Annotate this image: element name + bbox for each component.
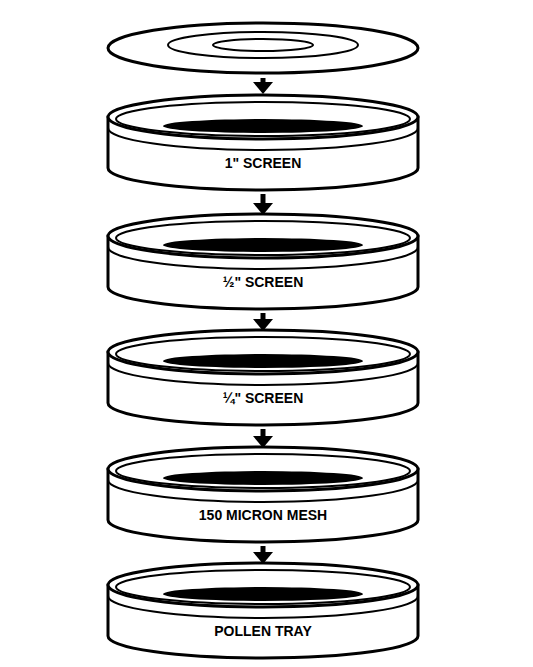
tray-screen — [163, 238, 363, 252]
tray-outline — [106, 561, 420, 661]
tray-outline — [106, 212, 420, 312]
tray-rim — [108, 563, 418, 607]
tray-screen — [163, 587, 363, 601]
tray-label: ½" SCREEN — [106, 274, 420, 290]
tray-label: 150 MICRON MESH — [106, 507, 420, 523]
flow-arrow — [261, 429, 266, 436]
tray-outline — [106, 445, 420, 545]
tray-rim — [108, 214, 418, 258]
tray-rim — [108, 330, 418, 374]
tray-rim — [108, 95, 418, 139]
tray-inner-rim — [116, 102, 410, 136]
tray-label: ¼" SCREEN — [106, 390, 420, 406]
sieve-tray: 150 MICRON MESH — [106, 445, 420, 545]
flow-arrow — [261, 194, 266, 203]
tray-outline — [106, 328, 420, 428]
tray-inner-rim — [116, 570, 410, 604]
sieve-tray: ¼" SCREEN — [106, 328, 420, 428]
sieve-tray: ½" SCREEN — [106, 212, 420, 312]
tray-screen — [163, 119, 363, 133]
tray-inner-rim — [116, 337, 410, 371]
tray-inner-rim — [116, 454, 410, 488]
lid — [108, 23, 418, 73]
lid-ring — [168, 32, 358, 58]
flow-arrow — [261, 546, 266, 552]
lid-ring — [213, 39, 313, 51]
sieve-tray: 1" SCREEN — [106, 93, 420, 193]
lid-arrow-shaft — [261, 78, 266, 82]
tray-screen — [163, 354, 363, 368]
tray-inner-rim — [116, 221, 410, 255]
tray-outline — [106, 93, 420, 193]
sieve-tray: POLLEN TRAY — [106, 561, 420, 661]
tray-screen — [163, 471, 363, 485]
tray-rim — [108, 447, 418, 491]
tray-label: 1" SCREEN — [106, 155, 420, 171]
lid-arrow-head — [253, 82, 273, 94]
tray-label: POLLEN TRAY — [106, 623, 420, 639]
flow-arrow — [261, 313, 266, 319]
